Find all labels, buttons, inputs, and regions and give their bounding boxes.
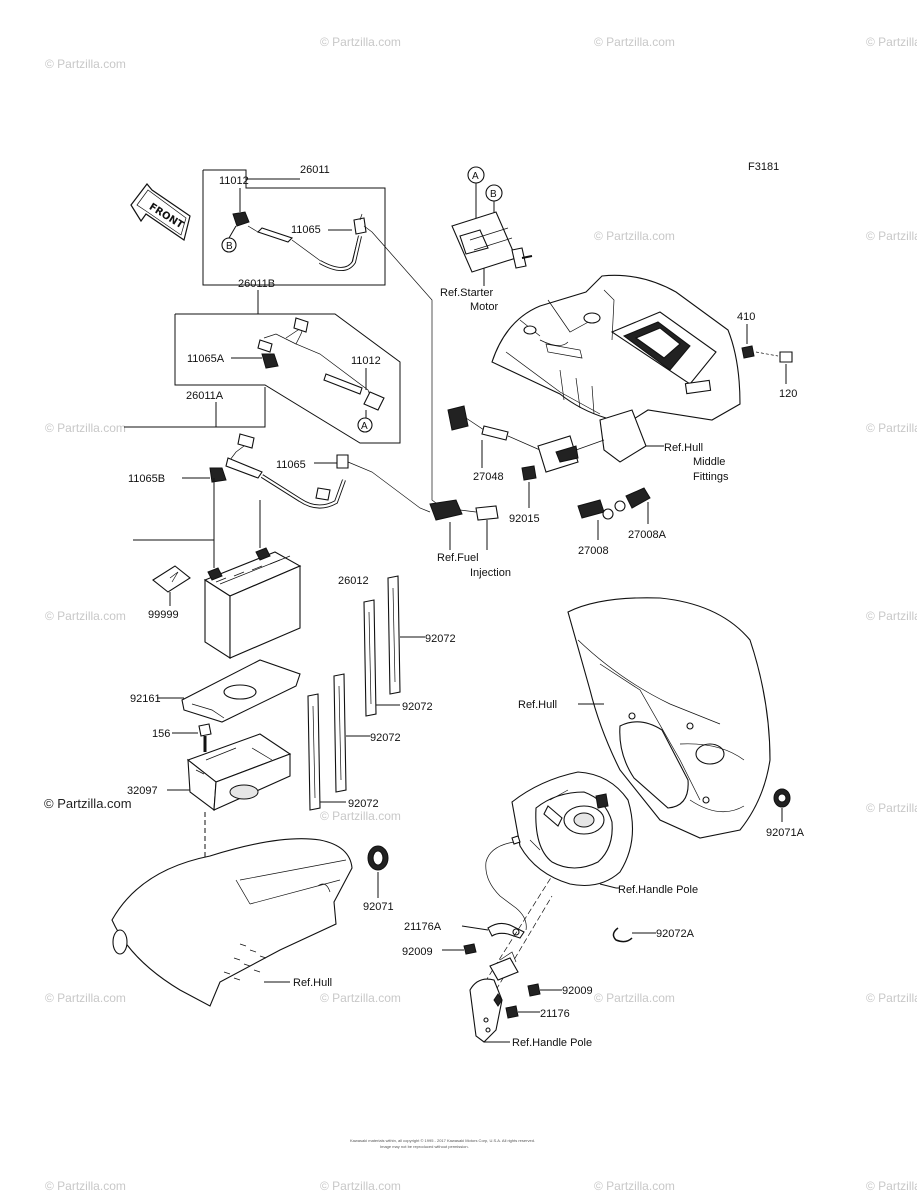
part-label-27008: 27008 xyxy=(578,545,609,557)
callout-b-2: B xyxy=(490,189,497,200)
part-label-21176: 21176 xyxy=(540,1008,570,1020)
part-label-26011: 26011 xyxy=(300,164,330,176)
watermark: © Partzilla.com xyxy=(320,35,401,49)
part-label-27008A: 27008A xyxy=(628,529,667,541)
ref-starter-line2: Motor xyxy=(470,301,498,313)
terminal-cap-icon xyxy=(232,211,250,227)
watermark: © Partzilla.com xyxy=(320,991,401,1005)
watermark: © Partzilla.com xyxy=(594,1179,675,1193)
cable-26011-group: 26011 11012 B 11065 xyxy=(202,164,386,286)
watermark: © Partzilla.com xyxy=(866,1179,917,1193)
part-label-120: 120 xyxy=(779,388,797,400)
ref-fuel-line1: Ref.Fuel xyxy=(437,552,479,564)
ref-hull-middle-line2: Middle xyxy=(693,456,725,468)
tray-92161: 92161 xyxy=(130,659,301,723)
callout-a: A xyxy=(361,421,368,432)
part-label-156: 156 xyxy=(152,728,170,740)
battery-group: 26012 99999 xyxy=(133,478,369,660)
handle-pole-plate: Ref.Handle Pole xyxy=(485,771,698,931)
ref-handle-pole-1: Ref.Handle Pole xyxy=(618,884,698,896)
watermark: © Partzilla.com xyxy=(45,609,126,623)
ref-fuel-line2: Injection xyxy=(470,567,511,579)
starter-motor: A B Ref.Starter Motor xyxy=(440,166,533,313)
watermark-dark: © Partzilla.com xyxy=(44,796,132,811)
watermark: © Partzilla.com xyxy=(45,991,126,1005)
battery-box-32097: 32097 xyxy=(127,733,292,980)
hull-middle-fittings: Ref.Hull Middle Fittings xyxy=(491,274,741,483)
ref-starter-line1: Ref.Starter xyxy=(440,287,494,299)
watermark: © Partzilla.com xyxy=(320,809,401,823)
part-label-11012-b: 11012 xyxy=(351,355,381,367)
label-sheet xyxy=(152,565,191,593)
part-label-27048: 27048 xyxy=(473,471,504,483)
hull-right: Ref.Hull 92071A xyxy=(518,597,805,839)
clamp-21176A: 21176A 92009 xyxy=(402,921,525,958)
part-label-26011B: 26011B xyxy=(238,278,275,290)
figure-code: F3181 xyxy=(748,161,779,173)
part-label-410: 410 xyxy=(737,311,755,323)
watermark: © Partzilla.com xyxy=(320,1179,401,1193)
watermarks: © Partzilla.com © Partzilla.com © Partzi… xyxy=(44,35,917,1193)
part-label-99999: 99999 xyxy=(148,609,179,621)
callout-a-2: A xyxy=(472,171,479,182)
part-label-92071: 92071 xyxy=(363,901,394,913)
watermark: © Partzilla.com xyxy=(594,35,675,49)
part-label-92009-b: 92009 xyxy=(562,985,593,997)
watermark: © Partzilla.com xyxy=(594,229,675,243)
keys-27008: 27008 27008A xyxy=(577,487,667,557)
copyright-line-2: Image may not be reproduced without perm… xyxy=(380,1144,469,1149)
callout-b: B xyxy=(226,241,233,252)
fuel-injection-connector: Ref.Fuel Injection xyxy=(429,499,511,579)
ref-hull-middle-line3: Fittings xyxy=(693,471,729,483)
part-label-92015: 92015 xyxy=(509,513,540,525)
straps-92072: 92072 92072 92072 92072 xyxy=(307,575,456,811)
watermark: © Partzilla.com xyxy=(866,35,917,49)
part-label-92071A: 92071A xyxy=(766,827,805,839)
watermark: © Partzilla.com xyxy=(45,57,126,71)
part-label-11065-b: 11065 xyxy=(276,459,306,471)
part-label-21176A: 21176A xyxy=(404,921,442,933)
part-label-92072-a: 92072 xyxy=(425,633,456,645)
watermark: © Partzilla.com xyxy=(45,1179,126,1193)
watermark: © Partzilla.com xyxy=(594,991,675,1005)
watermark: © Partzilla.com xyxy=(866,801,917,815)
cable-26011B-group: 26011B 11065A 11012 A xyxy=(174,278,401,444)
fasteners-410-120: 410 120 xyxy=(737,311,797,400)
clip-92072A: 92072A xyxy=(612,927,695,943)
ref-handle-pole-2: Ref.Handle Pole xyxy=(512,1037,592,1049)
hull-bottom-left: Ref.Hull 92071 xyxy=(111,838,394,1007)
copyright-line-1: Kawasaki materials within, all copyright… xyxy=(350,1138,535,1143)
front-arrow-icon: FRONT xyxy=(130,183,191,241)
part-label-11065: 11065 xyxy=(291,224,321,236)
part-label-26011A: 26011A xyxy=(186,390,224,402)
part-label-11012: 11012 xyxy=(219,175,249,187)
ref-hull-right: Ref.Hull xyxy=(518,699,557,711)
part-label-92072-b: 92072 xyxy=(402,701,433,713)
watermark: © Partzilla.com xyxy=(866,991,917,1005)
part-label-92072-c: 92072 xyxy=(370,732,401,744)
harness-27048: 27048 92015 xyxy=(447,405,605,525)
part-label-11065A: 11065A xyxy=(187,353,225,365)
part-label-26012: 26012 xyxy=(338,575,369,587)
handle-pole-bracket: 92009 21176 Ref.Handle Pole xyxy=(469,875,593,1049)
cable-26011A-group: 26011A 11065B 11065 xyxy=(124,387,431,513)
watermark: © Partzilla.com xyxy=(866,421,917,435)
watermark: © Partzilla.com xyxy=(45,421,126,435)
part-label-11065B: 11065B xyxy=(128,473,165,485)
part-label-92009-a: 92009 xyxy=(402,946,433,958)
part-label-32097: 32097 xyxy=(127,785,158,797)
part-label-92072A: 92072A xyxy=(656,928,695,940)
watermark: © Partzilla.com xyxy=(866,229,917,243)
part-label-92072-d: 92072 xyxy=(348,798,379,810)
watermark: © Partzilla.com xyxy=(866,609,917,623)
bolt-156: 156 xyxy=(152,723,212,752)
ref-hull-bottom: Ref.Hull xyxy=(293,977,332,989)
ref-hull-middle-line1: Ref.Hull xyxy=(664,442,703,454)
part-label-92161: 92161 xyxy=(130,693,161,705)
